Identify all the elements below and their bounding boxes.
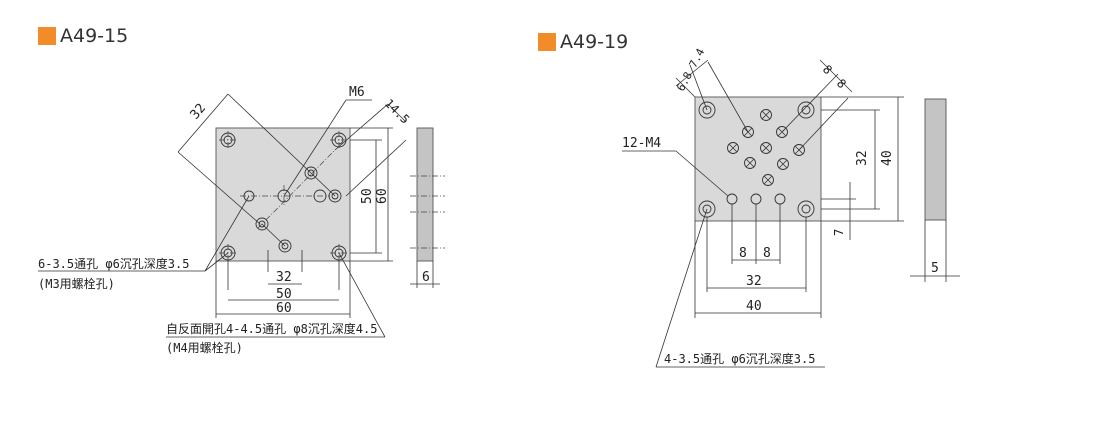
diag-dim-32: 32 [177, 93, 312, 225]
a49-19-side-view: 5 [910, 98, 960, 282]
dim-label: 32 [855, 150, 870, 166]
a49-15-top-view: 32 M6 14.5 [38, 85, 412, 355]
dim-label: 6 [422, 270, 430, 285]
dim-label: 7 [832, 229, 846, 236]
m4-label: 12-M4 [622, 136, 661, 151]
title-a49-15: A49-15 [38, 25, 128, 47]
title-a49-19-text: A49-19 [560, 31, 629, 53]
orange-square-icon [538, 33, 556, 51]
note-line: 4-3.5通孔 φ6沉孔深度3.5 [664, 351, 815, 366]
note-counterbore-holes: 4-3.5通孔 φ6沉孔深度3.5 [655, 208, 825, 368]
dim-label: 8 [763, 246, 771, 261]
dim-label: 8 [834, 76, 849, 91]
dim-7: 7 [821, 182, 856, 240]
a49-15-side-view: 6 [410, 127, 445, 288]
m4-leader: 12-M4 [622, 136, 729, 197]
dim-label: 32 [276, 270, 292, 285]
note-line-1: 6-3.5通孔 φ6沉孔深度3.5 [38, 256, 189, 271]
vertical-dims: 32 40 [821, 96, 904, 222]
corner-hole [797, 101, 815, 119]
orange-square-icon [38, 27, 56, 45]
corner-hole [219, 131, 237, 149]
dim-label: 40 [880, 150, 895, 166]
a49-19-top-view: 6.8 7.4 8 8 12-M4 [622, 46, 904, 368]
corner-hole [698, 101, 716, 119]
dim-label: 5 [931, 261, 939, 276]
m6-leader: M6 [283, 85, 372, 197]
bottom-dims: 8 8 32 40 [694, 204, 822, 318]
title-a49-19: A49-19 [538, 31, 628, 53]
plate-body [215, 127, 351, 262]
dim-label: 32 [746, 274, 762, 289]
vertical-dims: 50 60 [350, 127, 393, 262]
note-m4-bolt-holes: 自反面開孔4-4.5通孔 φ8沉孔深度4.5 (M4用螺栓孔) [166, 252, 386, 355]
bottom-dims: 32 50 60 [215, 250, 351, 318]
dim-label: 8 [820, 62, 835, 77]
dim-label: 14.5 [382, 96, 412, 126]
diagonal-tapped-holes [255, 149, 342, 253]
corner-holes [698, 101, 815, 218]
dim-label: 6.8 7.4 [674, 46, 707, 93]
dim-label: 40 [746, 299, 762, 314]
m6-label: M6 [349, 85, 365, 100]
dim-label: 50 [360, 188, 375, 204]
note-m3-bolt-holes: 6-3.5通孔 φ6沉孔深度3.5 (M3用螺栓孔) [38, 195, 250, 291]
dim-label: 60 [276, 301, 292, 316]
dim-label: 60 [375, 188, 390, 204]
tapped-holes [726, 109, 805, 205]
plate-body [694, 96, 822, 222]
note-line-2: (M3用螺栓孔) [38, 276, 115, 291]
dim-label: 50 [276, 287, 292, 302]
note-line-2: (M4用螺栓孔) [166, 340, 243, 355]
note-line-1: 自反面開孔4-4.5通孔 φ8沉孔深度4.5 [166, 321, 377, 336]
dim-label: 8 [739, 246, 747, 261]
title-a49-15-text: A49-15 [60, 25, 129, 47]
